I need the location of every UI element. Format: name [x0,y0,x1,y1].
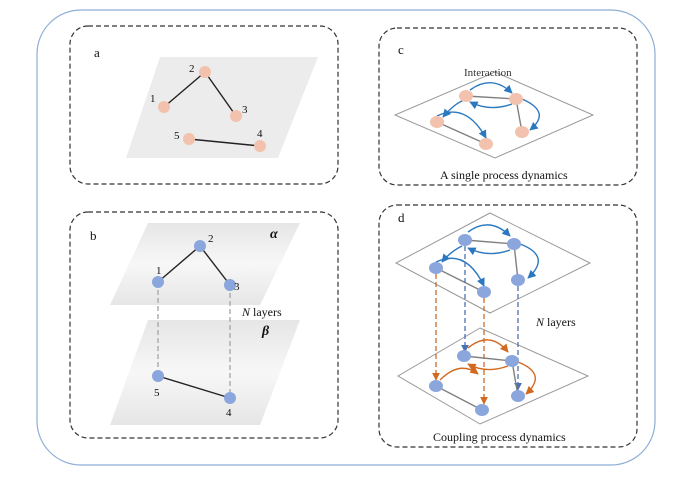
panel-d-border [378,204,638,448]
interaction-arrow [469,82,513,94]
node-label-3: 3 [234,281,240,293]
node [430,116,444,128]
edge [436,121,487,145]
layer-alpha-label: α [270,227,278,242]
node [509,93,523,105]
node [459,90,473,102]
interaction-arrow [519,243,539,279]
panel-a-border [69,25,339,185]
panel-d: d N layers [378,204,638,448]
edge [513,243,519,281]
panel-b-border [69,211,339,439]
panel-c: c Interaction A single process dynamics [378,27,638,186]
node-label-3: 3 [242,104,248,116]
interaction-arrow [441,245,463,263]
node-1 [152,276,164,288]
interaction-arrow [467,247,511,256]
node-label-5: 5 [154,387,160,399]
edge-1-2 [163,71,206,108]
node [511,274,525,286]
upper-layer-plane [394,212,592,314]
node [429,380,443,392]
n-layers-label: N layers [535,315,576,329]
panel-c-border [378,27,638,186]
node [511,390,525,402]
interaction-arrow [469,101,513,110]
node-4 [254,140,266,152]
node-2 [199,66,211,78]
panel-b-label: b [90,228,97,243]
node-label-1: 1 [156,265,162,277]
layer-beta-label: β [261,324,270,339]
interaction-arrow [467,363,509,372]
node-label-4: 4 [257,128,263,140]
node [515,126,529,138]
interaction-arrow [436,111,487,139]
edge [435,267,485,293]
node-label-4: 4 [226,407,232,419]
node-label-2: 2 [208,233,214,245]
node-5 [183,133,195,145]
panel-a-label: a [94,45,100,60]
interaction-arrow [439,366,479,381]
panel-c-caption: A single process dynamics [440,168,568,182]
edge [464,239,515,245]
interaction-arrow [467,224,511,237]
node [505,355,519,367]
node [475,404,489,416]
edge-2-3 [199,245,231,286]
edge-5-4 [188,138,261,147]
edge-5-4 [157,375,231,399]
edge [465,95,517,100]
node-label-1: 1 [150,93,156,105]
layer-beta-plane [110,320,300,425]
node [479,138,493,150]
edge [463,355,513,362]
node [457,350,471,362]
outer-frame [36,9,656,466]
node-label-2: 2 [189,63,195,75]
panel-b: b α β N layers 1 2 3 4 5 [69,211,339,439]
edge-2-3 [204,71,237,117]
node [429,262,443,274]
panel-c-label: c [398,42,404,57]
node-1 [158,101,170,113]
edge-1-2 [157,245,201,283]
interaction-label: Interaction [464,67,512,79]
lower-layer-plane [397,327,590,425]
node-3 [224,279,236,291]
node-3 [230,110,242,122]
n-layers-label: N layers [241,305,282,319]
node [458,234,472,246]
panel-c-plane [393,71,595,159]
interaction-arrow [521,98,540,131]
node [477,286,491,298]
panel-d-caption: Coupling process dynamics [433,430,566,444]
node-5 [152,370,164,382]
node [507,238,521,250]
panel-a-plane [126,57,318,158]
interaction-arrow [467,339,509,353]
panel-a: a 1 2 3 4 5 [69,25,339,185]
interaction-arrow [435,257,485,287]
node-2 [194,240,206,252]
interaction-arrow [517,361,536,395]
node-4 [224,392,236,404]
node-label-5: 5 [174,130,180,142]
edge [435,385,483,411]
panel-d-label: d [398,210,405,225]
interaction-arrow [442,99,465,118]
